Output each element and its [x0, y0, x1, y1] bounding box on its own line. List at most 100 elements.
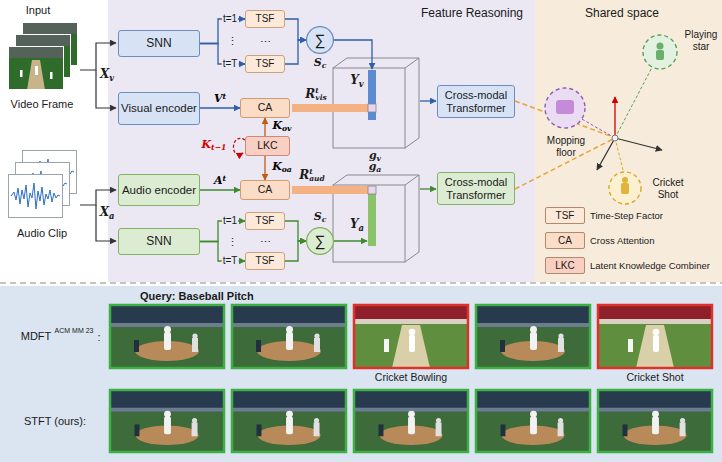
audio-clip: [9, 175, 63, 218]
legend-text: Latent Knowledge Combiner: [590, 257, 710, 274]
result-thumbnail: [355, 390, 467, 452]
math-symbol: Yv: [350, 74, 363, 89]
results-panel: [0, 286, 722, 462]
cluster-icon: [621, 183, 629, 194]
text-part: X: [100, 67, 109, 81]
math-symbol: Ya: [350, 218, 364, 233]
transformer-box: Cross-modal Transformer: [437, 172, 515, 205]
math-symbol: Rtvis: [305, 87, 326, 102]
correct-border: [354, 390, 468, 452]
cube-face: [333, 175, 419, 185]
legend-text: Time-Step Factor: [590, 207, 663, 224]
transformer-box: Cross-modal Transformer: [437, 85, 515, 118]
legend-abbrev: TSF: [556, 210, 575, 222]
feature-bar: [292, 104, 368, 112]
memory-loop: [233, 138, 245, 154]
text-part: v: [109, 73, 114, 83]
input-arrow: [80, 43, 116, 70]
math-symbol: Sc: [314, 57, 327, 71]
script-stack: taud: [309, 168, 324, 183]
feature-junction: [368, 186, 376, 194]
section-divider: [0, 282, 722, 283]
cube-face: [333, 185, 405, 262]
class-cluster: [609, 172, 641, 204]
cluster-icon: [656, 50, 664, 60]
node-text: CA: [258, 184, 273, 196]
knowledge-combiner-box: LKC: [245, 136, 290, 156]
space-link: [615, 56, 658, 138]
input-caption: Audio Clip: [17, 227, 67, 240]
text-part: c: [322, 61, 327, 70]
math-symbol: Xv: [100, 68, 114, 83]
text-part: a: [376, 165, 381, 174]
edge-label: Koa: [271, 161, 293, 175]
error-caption: Cricket Shot: [626, 371, 683, 383]
result-thumbnail: [233, 390, 345, 452]
space-axis: [614, 97, 615, 138]
feature-bar: [368, 186, 376, 246]
result-thumbnail: [110, 305, 224, 368]
ellipsis: ⋯: [260, 236, 271, 249]
snn-box: SNN: [118, 30, 200, 57]
text-part: t−1: [211, 143, 226, 152]
region-title: Shared space: [585, 7, 659, 21]
text-part: R: [305, 87, 315, 101]
text-part: t: [222, 92, 226, 101]
text-part: a: [359, 223, 364, 233]
input-arrow: [96, 205, 116, 241]
node-text: Cross-modal Transformer: [440, 89, 512, 114]
input-caption: Video Frame: [11, 98, 74, 111]
cross-attention-box: CA: [240, 98, 290, 118]
punctuation: :: [97, 331, 100, 344]
correct-border: [110, 305, 224, 368]
space-axis: [597, 138, 615, 170]
tsf-box: TSF: [245, 55, 285, 73]
correct-border: [598, 390, 712, 452]
connector-arrow: [285, 221, 306, 241]
feature-cube: [333, 58, 419, 148]
text-part: g: [369, 160, 377, 173]
node-text: TSF: [256, 215, 275, 226]
video-frame: [8, 46, 64, 90]
math-symbol: Rtaud: [299, 168, 324, 183]
text-part: S: [314, 56, 322, 69]
ellipsis: ⋮: [227, 35, 238, 48]
result-thumbnail: [477, 390, 589, 452]
text-part: t: [309, 168, 324, 175]
connector-arrow: [285, 19, 306, 40]
text-part: c: [322, 215, 327, 224]
text-part: R: [299, 168, 309, 182]
node-text: TSF: [256, 13, 275, 24]
cube-face: [405, 58, 419, 148]
ellipsis: ⋯: [260, 36, 271, 49]
cluster-icon: [657, 43, 664, 50]
legend-text: Cross Attention: [590, 232, 654, 249]
node-text: CA: [258, 102, 273, 114]
text-part: ov: [282, 124, 292, 133]
result-thumbnail: [232, 305, 346, 368]
node-text: SNN: [146, 37, 171, 50]
region-title: Feature Reasoning: [421, 7, 523, 21]
text-part: vis: [315, 94, 326, 101]
text-part: t: [315, 87, 326, 94]
feature-junction: [368, 104, 376, 112]
node-text: Audio encoder: [122, 184, 196, 197]
result-thumbnail: [476, 305, 590, 368]
feature-bar: [368, 70, 376, 120]
input-arrow: [80, 190, 116, 205]
class-cluster: [643, 35, 677, 69]
time-step: t=1: [222, 215, 238, 227]
cube-arrow: [420, 100, 436, 101]
sum-circle: ∑: [306, 227, 334, 255]
connector-arrow: [285, 241, 306, 261]
space-axis: [615, 138, 662, 150]
result-thumbnail: [599, 390, 711, 452]
text-part: Y: [350, 217, 359, 231]
connector-arrow: [264, 118, 265, 136]
node-text: TSF: [256, 255, 275, 266]
class-cluster: [545, 88, 585, 128]
math-symbol: Kt−1: [202, 139, 227, 153]
text-part: A: [214, 174, 223, 187]
math-symbol: ga: [369, 161, 382, 175]
query-title: Query: Baseball Pitch: [140, 290, 254, 303]
